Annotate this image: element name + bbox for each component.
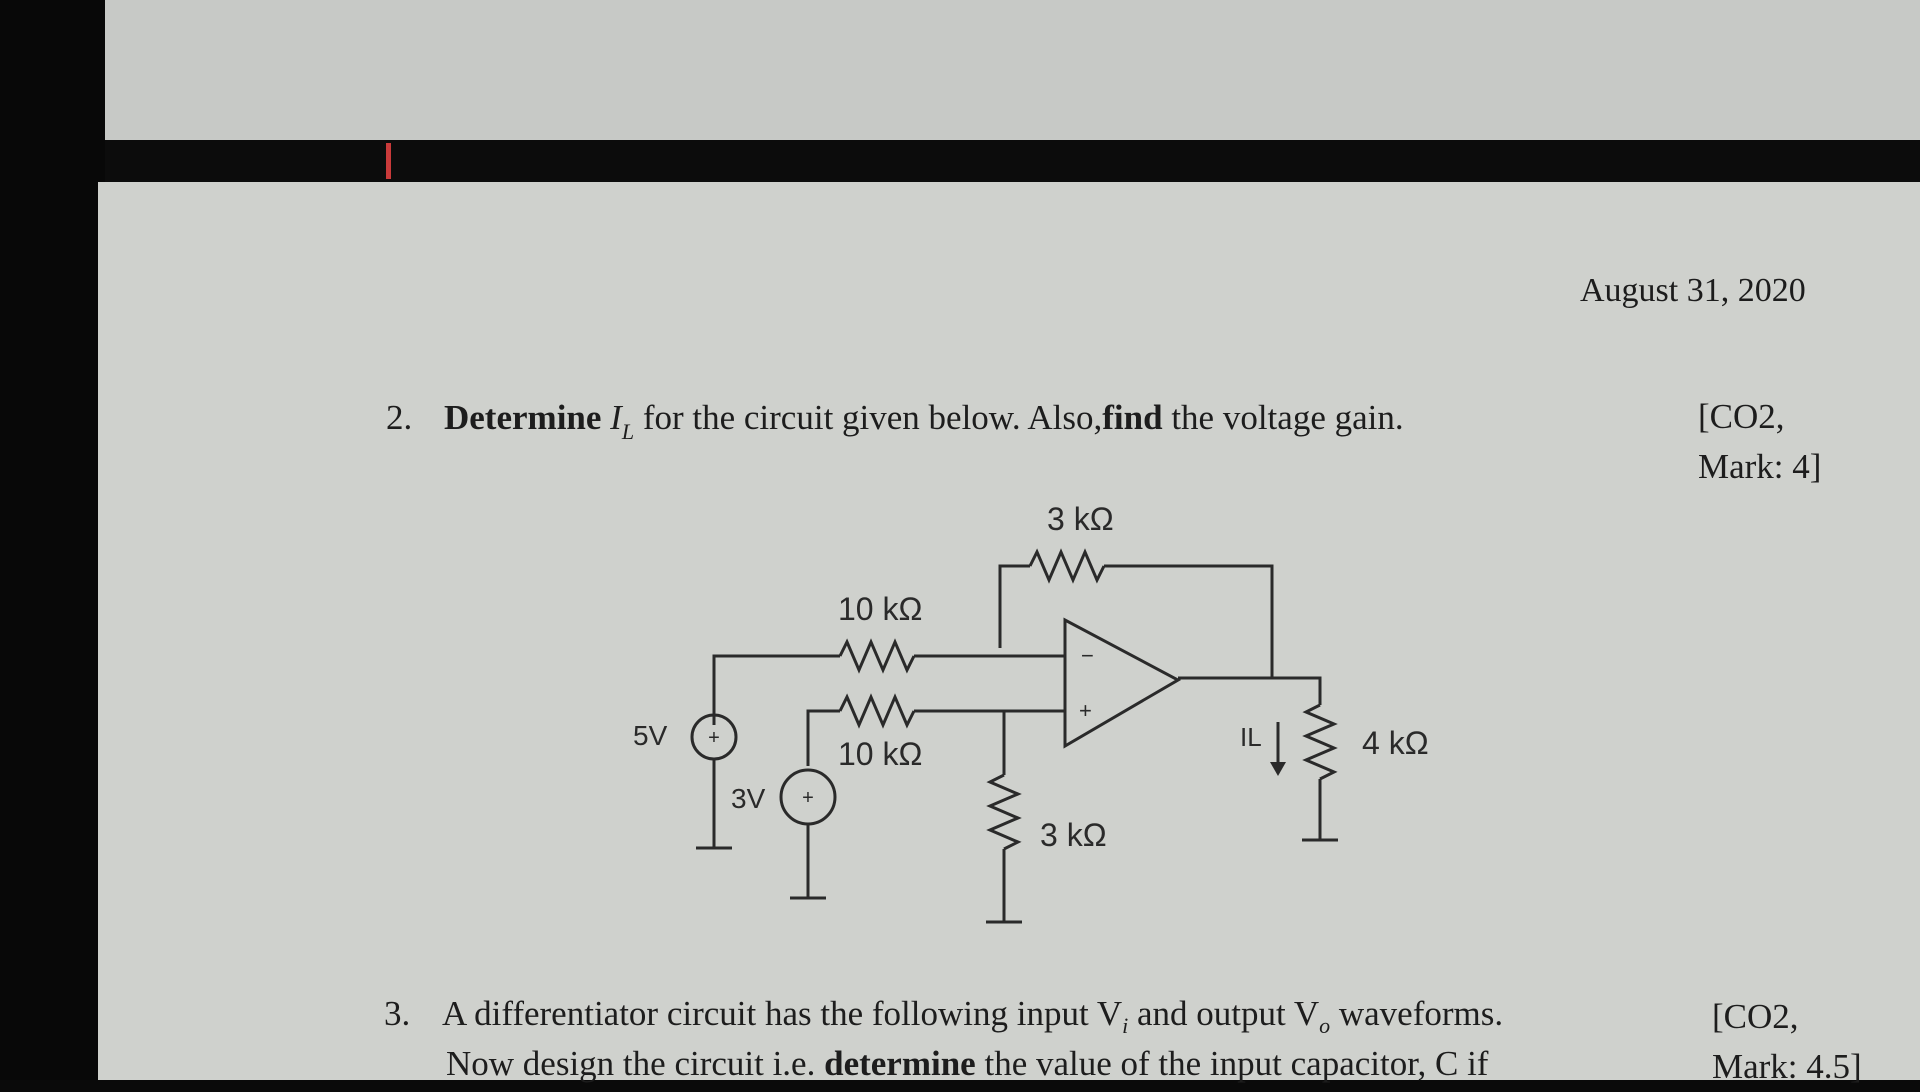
label-r-feedback: 3 kΩ: [1047, 501, 1114, 537]
label-r-input-bottom: 10 kΩ: [838, 736, 922, 772]
svg-text:+: +: [708, 727, 720, 749]
label-source-3v: 3V: [731, 783, 766, 814]
red-marker: [386, 143, 391, 179]
var-I: I: [610, 398, 622, 437]
date-text: August 31, 2020: [1580, 272, 1806, 309]
top-strip: [105, 0, 1920, 140]
resistor-load: [1302, 703, 1338, 781]
question-3-line1-mid: and output V: [1128, 994, 1320, 1033]
marks-3-value: Mark: 4.5]: [1712, 1047, 1862, 1086]
question-3-number: 3.: [384, 994, 411, 1033]
marks-value: Mark: 4]: [1698, 447, 1822, 486]
resistor-input-bottom: [838, 693, 916, 729]
monitor-bezel: [0, 0, 105, 1080]
question-2-bold: Determine: [444, 398, 602, 437]
question-3-line2-a: Now design the circuit i.e.: [446, 1044, 825, 1083]
resistor-input-top: [838, 638, 916, 674]
window-top-bar: [105, 140, 1920, 182]
noninverting-sign: +: [1079, 698, 1092, 723]
marks-3-co: [CO2,: [1712, 997, 1799, 1036]
question-3-line2-b: the value of the input capacitor, C if: [975, 1044, 1489, 1083]
question-2-text-end: the voltage gain.: [1162, 398, 1404, 437]
question-2-number: 2.: [386, 398, 413, 437]
question-3-line1-end: waveforms.: [1330, 994, 1504, 1033]
sub-i: i: [1122, 1013, 1129, 1038]
inverting-sign: −: [1081, 643, 1094, 668]
label-source-5v: 5V: [633, 720, 668, 751]
question-3-line-2: Now design the circuit i.e. determine th…: [446, 1044, 1488, 1084]
document-page: [98, 182, 1920, 1080]
question-2: 2. Determine IL for the circuit given bel…: [386, 398, 1404, 444]
resistor-feedback: [1028, 548, 1106, 584]
label-r-ground: 3 kΩ: [1040, 817, 1107, 853]
svg-text:+: +: [802, 787, 814, 809]
marks-co: [CO2,: [1698, 397, 1785, 436]
question-3-line1: A differentiator circuit has the followi…: [442, 994, 1123, 1033]
question-2-marks: [CO2, Mark: 4]: [1698, 392, 1821, 492]
op-amp: [1063, 617, 1182, 749]
question-3-bold: determine: [824, 1044, 976, 1083]
current-arrow: [1270, 762, 1286, 776]
label-current: IL: [1240, 722, 1262, 752]
label-r-load: 4 kΩ: [1362, 725, 1429, 761]
question-3: 3. A differentiator circuit has the follo…: [384, 994, 1503, 1039]
question-2-text: for the circuit given below. Also,: [634, 398, 1103, 437]
resistor-ground: [986, 773, 1022, 851]
question-2-find: find: [1102, 398, 1163, 437]
sub-o: o: [1319, 1013, 1331, 1038]
var-I-sub: L: [621, 419, 635, 444]
label-r-input-top: 10 kΩ: [838, 591, 922, 627]
question-3-marks: [CO2, Mark: 4.5]: [1712, 992, 1862, 1092]
